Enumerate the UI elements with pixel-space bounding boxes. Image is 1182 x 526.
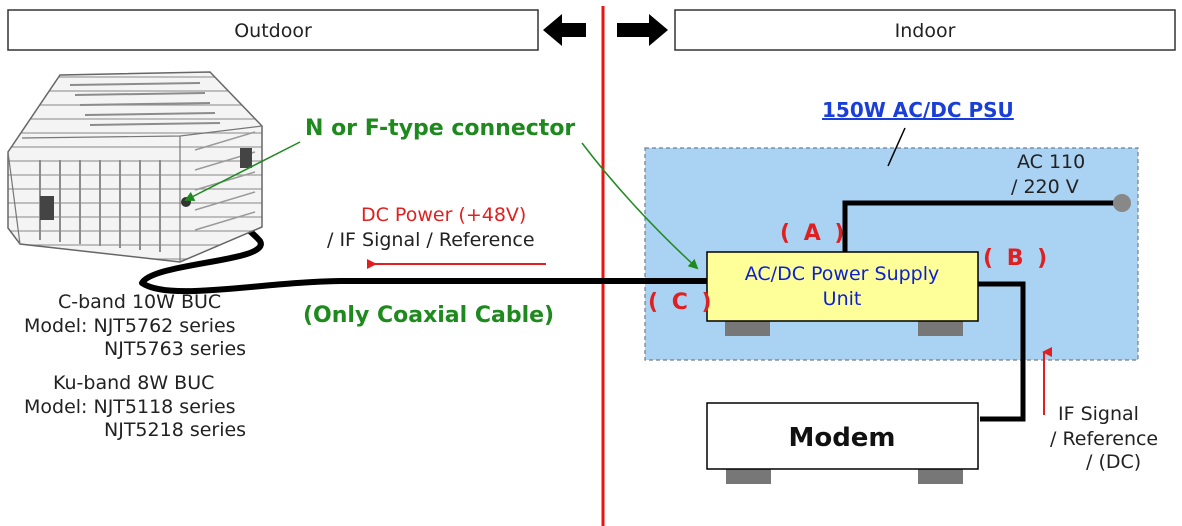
cable-signal-text: / IF Signal / Reference <box>327 229 535 251</box>
ac-input-line1: AC 110 <box>1017 151 1085 173</box>
buc-c-line3: NJT5763 series <box>104 338 246 360</box>
buc-ku-line2: Model: NJT5118 series <box>24 396 236 418</box>
ac-cable <box>842 200 1120 256</box>
modem-label: Modem <box>788 423 895 453</box>
arrow-left-icon <box>543 14 586 46</box>
connector-arrow-buc <box>184 141 301 201</box>
port-b-label: ( B ) <box>983 246 1050 271</box>
connector-label: N or F-type connector <box>305 116 575 141</box>
modem-cable <box>978 281 1026 422</box>
modem: Modem <box>706 402 979 484</box>
indoor-header: Indoor <box>674 9 1176 51</box>
buc-ku-line1: Ku-band 8W BUC <box>53 372 214 394</box>
outdoor-header-label: Outdoor <box>234 20 312 42</box>
port-a-label: ( A ) <box>780 221 847 246</box>
psu-unit-line2: Unit <box>823 288 862 310</box>
connector-arrow-psu <box>581 142 699 270</box>
psu-title-leader <box>887 127 906 167</box>
modem-signal-line1: IF Signal <box>1058 403 1139 425</box>
buc-heatsink-icon <box>7 71 263 263</box>
buc-c-line1: C-band 10W BUC <box>58 291 221 313</box>
psu-unit-line1: AC/DC Power Supply <box>745 263 940 285</box>
arrow-right-icon <box>617 14 668 46</box>
modem-signal-line3: / (DC) <box>1086 451 1141 473</box>
ac-plug-point <box>1113 194 1131 212</box>
indoor-header-label: Indoor <box>895 20 956 42</box>
cable-power-text: DC Power (+48V) <box>361 204 526 226</box>
buc-ku-line3: NJT5218 series <box>104 419 246 441</box>
outdoor-header: Outdoor <box>7 9 539 51</box>
ac-input-line2: / 220 V <box>1011 176 1079 198</box>
psu-title: 150W AC/DC PSU <box>822 98 1014 122</box>
modem-signal-line2: / Reference <box>1050 428 1158 450</box>
cable-type-text: (Only Coaxial Cable) <box>303 303 554 328</box>
psu-unit: AC/DC Power Supply Unit <box>706 251 979 336</box>
port-c-label: ( C ) <box>648 290 715 315</box>
buc-c-line2: Model: NJT5762 series <box>24 315 236 337</box>
